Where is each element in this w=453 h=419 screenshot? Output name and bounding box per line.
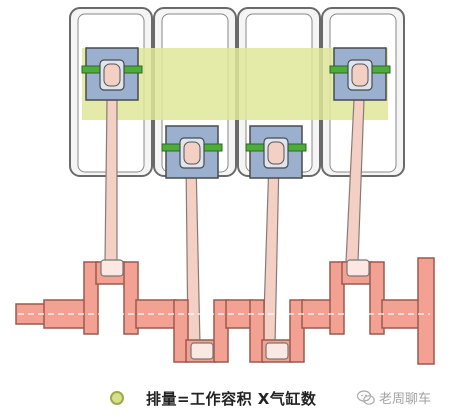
piston-1 <box>81 47 143 101</box>
crank-web-4 <box>329 261 345 335</box>
legend: 排量=工作容积 X气缸数 <box>110 386 316 410</box>
crank-web-2 <box>173 299 189 363</box>
crank-web-1 <box>83 261 99 335</box>
swept-volume-legend-icon <box>110 391 124 405</box>
legend-label: 排量=工作容积 X气缸数 <box>146 389 317 408</box>
rod-3 <box>262 159 280 346</box>
piston-4 <box>329 47 391 101</box>
flywheel-flange <box>417 257 435 365</box>
piston-2 <box>161 125 223 179</box>
rod-big-ends <box>100 259 370 360</box>
crank-web-3 <box>249 299 265 363</box>
wechat-logo-icon <box>356 389 375 405</box>
watermark: 老周聊车 <box>356 388 431 407</box>
watermark-text: 老周聊车 <box>378 392 431 407</box>
crankshaft <box>15 257 435 365</box>
piston-3 <box>245 125 307 179</box>
rod-1 <box>104 99 118 263</box>
